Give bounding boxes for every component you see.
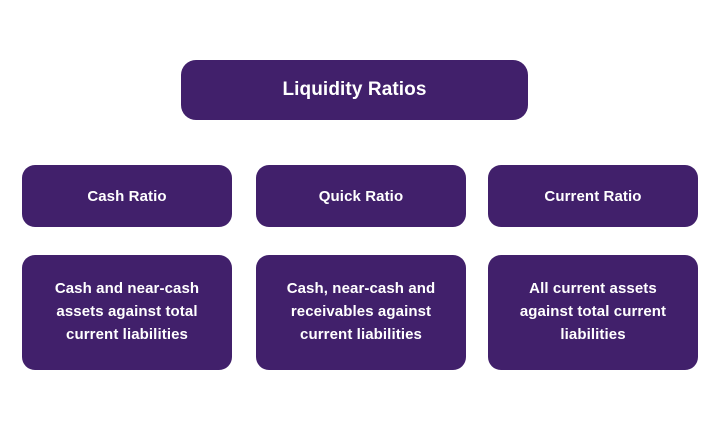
node-category-label: Cash Ratio bbox=[87, 187, 167, 205]
node-category-quick-ratio: Quick Ratio bbox=[256, 165, 466, 227]
node-root-label: Liquidity Ratios bbox=[282, 79, 427, 100]
node-category-label: Current Ratio bbox=[544, 187, 642, 205]
node-category-cash-ratio: Cash Ratio bbox=[22, 165, 232, 227]
node-category-label: Quick Ratio bbox=[318, 187, 404, 205]
node-description-cash-ratio: Cash and near-cash assets against total … bbox=[22, 255, 232, 370]
node-description-text: Cash, near-cash and receivables against … bbox=[286, 280, 436, 343]
node-description-current-ratio: All current assets against total current… bbox=[488, 255, 698, 370]
node-category-current-ratio: Current Ratio bbox=[488, 165, 698, 227]
node-description-quick-ratio: Cash, near-cash and receivables against … bbox=[256, 255, 466, 370]
node-root-liquidity-ratios: Liquidity Ratios bbox=[181, 60, 528, 120]
node-description-text: Cash and near-cash assets against total … bbox=[54, 280, 200, 343]
node-description-text: All current assets against total current… bbox=[519, 280, 667, 343]
